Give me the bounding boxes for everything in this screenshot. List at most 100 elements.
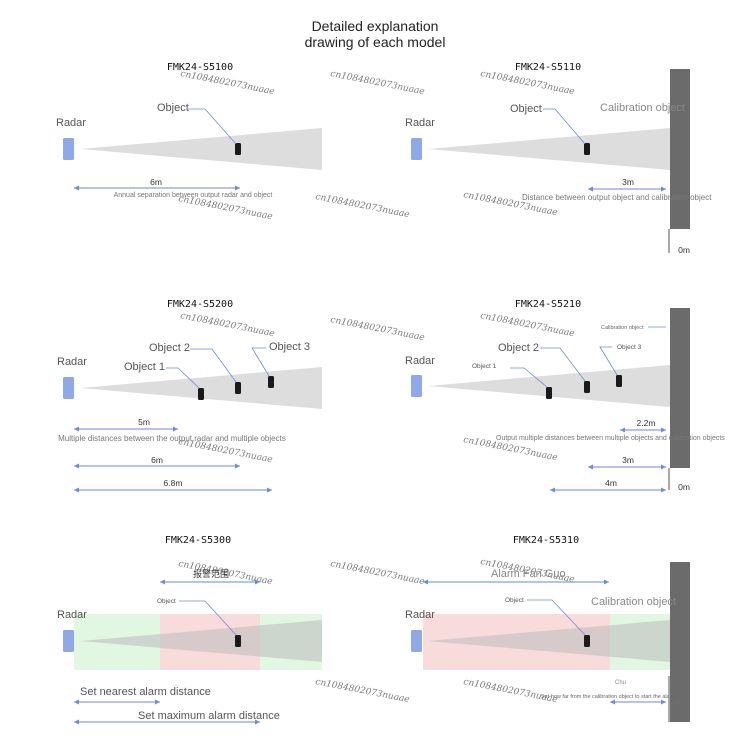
distance-value-2-s5200: 6m [151,455,163,465]
object-1-leader-s5210 [510,367,548,388]
watermark-5: cn1084802073nuaae [479,69,575,97]
object-3-leader-s5200 [251,347,270,377]
distance-value-s5100: 6m [150,177,162,187]
object-1-leader-s5200 [166,367,200,389]
beam-s5310 [428,620,670,662]
object-label-s5110: Object [510,103,542,115]
radar-label-s5100: Radar [56,117,86,129]
radar-s5110 [411,138,422,160]
object-1-s5200 [198,388,204,400]
radar-s5100 [63,138,74,160]
object-2-leader-s5200 [190,348,237,383]
setting-arrow-s5310-head-left [610,699,615,705]
nearest-arrow-s5300-head-left [74,699,79,705]
radar-s5200 [63,377,74,399]
watermark-13: cn1084802073nuaae [329,559,425,587]
distance-note-s5110: Distance between output object and calib… [522,193,712,202]
distance-note-s5200: Multiple distances between the output ra… [58,434,286,443]
alarm-range-arrow-s5310-head-left [423,579,428,585]
radar-s5310 [411,630,422,652]
calibration-wall-s5210 [670,308,690,468]
maximum-arrow-s5300-head-right [255,719,260,725]
distance-arrow-3-s5210-head-left [550,487,555,493]
calibration-label-s5210: Calibration object [601,325,644,331]
zero-label-s5110: 0m [678,245,690,255]
object-leader-s5310 [527,599,586,636]
radar-label-s5310: Radar [405,609,435,621]
distance-arrow-1-s5210-head-right [661,427,666,433]
alarm-range-arrow-s5310-head-right [604,579,609,585]
distance-value-1-s5210: 2.2m [637,418,656,428]
distance-arrow-2-s5210-head-left [588,464,593,470]
beam-s5100 [80,128,322,170]
distance-arrow-1-s5200-head-left [74,426,79,432]
object-2-label-s5210: Object 2 [498,342,539,354]
object-1-label-s5200: Object 1 [124,361,165,373]
distance-arrow-1-s5200-head-right [173,426,178,432]
distance-value-s5110: 3m [622,177,634,187]
object-3-s5210 [616,375,622,387]
watermark-1: cn1084802073nuaae [179,69,275,97]
distance-arrow-s5110-head-left [588,186,593,192]
small-label-s5310: Chu [615,680,626,686]
distance-note-s5210: Output multiple distances between multip… [496,435,725,442]
object-3-label-s5210: Object 3 [617,344,642,351]
object-1-s5210 [546,387,552,399]
radar-s5210 [411,375,422,397]
distance-arrow-2-s5210-head-right [661,464,666,470]
object-3-leader-s5210 [599,346,618,376]
object-2-s5200 [235,382,241,394]
object-1-label-s5210: Object 1 [472,363,497,370]
nearest-label-s5300: Set nearest alarm distance [80,686,211,698]
distance-arrow-s5100-head-right [235,185,240,191]
object-s5310 [584,635,590,647]
page-title: Detailed explanation drawing of each mod… [260,18,490,50]
model-title-s5210: FMK24-S5210 [515,299,581,310]
model-title-s5100: FMK24-S5100 [167,62,233,73]
radar-label-s5200: Radar [57,356,87,368]
alarm-range-label-s5310: Alarm Fan Guo [491,568,566,580]
watermark-16: cn1084802073nuaae [462,677,558,705]
watermark-10: cn1084802073nuaae [479,311,575,339]
maximum-label-s5300: Set maximum alarm distance [138,710,280,722]
distance-value-3-s5210: 4m [605,478,617,488]
object-s5110 [584,143,590,155]
object-s5100 [235,143,241,155]
beam-s5210 [428,365,670,407]
object-2-leader-s5210 [540,347,586,382]
distance-value-1-s5200: 5m [138,417,150,427]
distance-arrow-3-s5200-head-left [74,487,79,493]
object-label-s5310: Object [505,597,524,604]
object-2-label-s5200: Object 2 [149,342,190,354]
maximum-arrow-s5300-head-left [74,719,79,725]
object-3-s5200 [268,376,274,388]
title-line-2: drawing of each model [304,34,446,50]
object-label-s5300: Object [157,598,176,605]
watermark-4: cn1084802073nuaae [314,192,410,220]
watermark-14: cn1084802073nuaae [314,677,410,705]
title-line-1: Detailed explanation [311,18,439,34]
object-label-s5100: Object [157,102,189,114]
watermark-7: cn1084802073nuaae [179,311,275,339]
beam-s5300 [80,620,322,662]
alarm-range-label-s5300: 报警范围 [193,568,229,580]
alarm-range-arrow-s5300-head-right [255,579,260,585]
radar-s5300 [63,630,74,652]
watermark-2: cn1084802073nuaae [329,69,425,97]
calibration-wall-s5110 [670,69,690,229]
object-3-label-s5200: Object 3 [269,341,310,353]
zero-label-s5210: 0m [678,482,690,492]
beam-s5110 [428,128,670,170]
object-2-s5210 [584,381,590,393]
object-leader-s5300 [179,600,237,636]
model-title-s5200: FMK24-S5200 [167,299,233,310]
object-s5300 [235,635,241,647]
distance-arrow-3-s5210-head-right [661,487,666,493]
setting-note-s5310: Set how far from the calibration object … [541,694,677,700]
distance-note-s5100: Annual separation between output radar a… [114,192,273,199]
watermark-8: cn1084802073nuaae [329,315,425,343]
calibration-label-s5310: Calibration object [591,596,676,608]
distance-value-2-s5210: 3m [622,455,634,465]
